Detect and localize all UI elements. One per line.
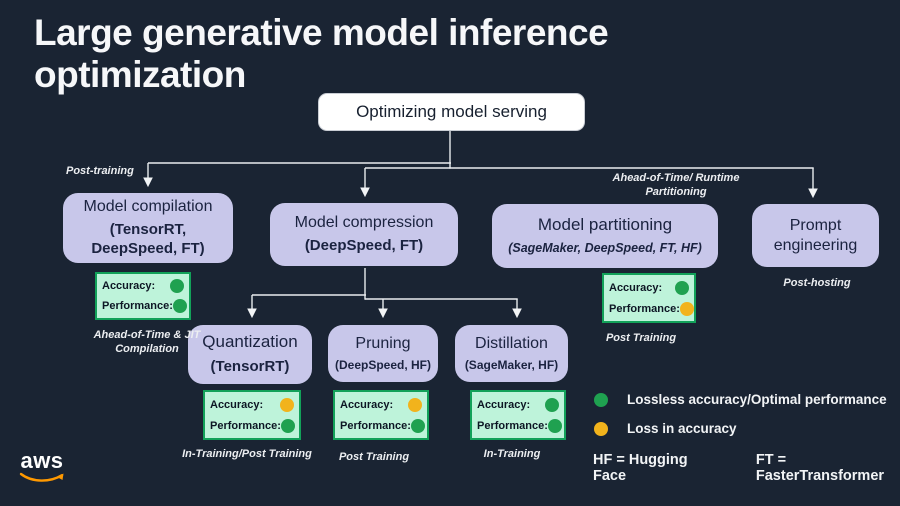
node-subtitle: (SageMaker, HF) (464, 358, 559, 373)
performance-label: Performance: (102, 300, 173, 312)
performance-status-dot (679, 301, 694, 316)
accuracy-status-dot (545, 397, 559, 412)
accuracy-row: Accuracy: (340, 397, 422, 412)
legend-yellow-dot (594, 421, 608, 436)
performance-row: Performance: (340, 418, 425, 433)
accuracy-status-dot (675, 280, 689, 295)
node-subtitle: (DeepSpeed, HF) (334, 358, 431, 373)
annotation-aot-runtime-partitioning: Ahead-of-Time/ Runtime Partitioning (612, 172, 740, 199)
annotation-post-hosting: Post-hosting (783, 277, 851, 289)
accuracy-label: Accuracy: (477, 398, 531, 411)
node-optimizing-model-serving: Optimizing model serving (318, 93, 585, 131)
node-prompt-engineering: Prompt engineering (752, 204, 879, 267)
annotation-post-training: Post-training (66, 165, 134, 177)
legend-label: Lossless accuracy/Optimal performance (627, 392, 887, 407)
annotation-aot-jit-compilation: Ahead-of-Time & JIT Compilation (93, 329, 201, 356)
annotation-in-training-post-training: In-Training/Post Training (182, 448, 312, 460)
performance-label: Performance: (210, 419, 281, 432)
node-title: Model compression (294, 214, 434, 232)
accuracy-label: Accuracy: (609, 281, 663, 294)
performance-row: Performance: (210, 418, 295, 433)
accuracy-row: Accuracy: (210, 397, 294, 412)
performance-status-dot (280, 418, 295, 433)
legend-label: Loss in accuracy (627, 421, 737, 436)
performance-row: Performance: (477, 418, 562, 433)
legend-green-dot (594, 392, 608, 407)
accuracy-label: Accuracy: (340, 398, 394, 411)
node-quantization: Quantization (TensorRT) (188, 325, 312, 384)
aws-logo: aws (18, 450, 66, 490)
node-title: Distillation (475, 334, 548, 352)
node-title: Prompt engineering (773, 217, 858, 254)
node-distillation: Distillation (SageMaker, HF) (455, 325, 568, 382)
metrics-quantization: Accuracy: Performance: (203, 390, 301, 440)
metrics-distillation: Accuracy: Performance: (470, 390, 566, 440)
title-line-1: Large generative model inference (34, 12, 609, 53)
accuracy-label: Accuracy: (102, 280, 156, 292)
performance-label: Performance: (477, 419, 548, 432)
node-subtitle: (SageMaker, DeepSpeed, FT, HF) (508, 240, 702, 255)
aws-logo-text: aws (20, 448, 64, 473)
node-subtitle: (DeepSpeed, FT) (304, 237, 424, 255)
metrics-pruning: Accuracy: Performance: (333, 390, 429, 440)
node-subtitle: (TensorRT, DeepSpeed, FT) (91, 221, 205, 258)
accuracy-status-dot (408, 397, 422, 412)
performance-status-dot (410, 418, 425, 433)
node-model-compilation: Model compilation (TensorRT, DeepSpeed, … (63, 193, 233, 263)
abbrev-hf: HF = Hugging Face (593, 452, 688, 484)
node-title: Model compilation (83, 198, 213, 216)
performance-status-dot (547, 418, 562, 433)
accuracy-row: Accuracy: (609, 280, 689, 295)
annotation-post-training-pruning: Post Training (338, 451, 410, 463)
node-pruning: Pruning (DeepSpeed, HF) (328, 325, 438, 382)
title-line-2: optimization (34, 53, 246, 95)
node-title: Model partitioning (537, 215, 673, 235)
performance-status-dot (172, 299, 187, 313)
accuracy-label: Accuracy: (210, 398, 264, 411)
legend: Lossless accuracy/Optimal performance Lo… (593, 392, 900, 484)
accuracy-row: Accuracy: (102, 279, 184, 293)
performance-label: Performance: (340, 419, 411, 432)
accuracy-status-dot (280, 397, 294, 412)
aws-smile-icon (19, 472, 64, 482)
annotation-in-training: In-Training (483, 448, 541, 460)
performance-row: Performance: (609, 301, 694, 316)
accuracy-row: Accuracy: (477, 397, 559, 412)
legend-item-lossless: Lossless accuracy/Optimal performance (594, 392, 900, 407)
node-model-partitioning: Model partitioning (SageMaker, DeepSpeed… (492, 204, 718, 268)
node-title: Quantization (202, 332, 298, 352)
metrics-model-compilation: Accuracy: Performance: (95, 272, 191, 320)
accuracy-status-dot (170, 279, 184, 293)
abbreviations: HF = Hugging Face FT = FasterTransformer (593, 452, 900, 484)
root-node-label: Optimizing model serving (356, 102, 547, 121)
abbrev-ft: FT = FasterTransformer (755, 452, 885, 484)
annotation-post-training-partitioning: Post Training (605, 332, 677, 344)
legend-item-loss: Loss in accuracy (594, 421, 900, 436)
performance-row: Performance: (102, 299, 187, 313)
performance-label: Performance: (609, 302, 680, 315)
node-subtitle: (TensorRT) (210, 357, 290, 375)
node-title: Pruning (355, 334, 411, 352)
metrics-model-partitioning: Accuracy: Performance: (602, 273, 696, 323)
node-model-compression: Model compression (DeepSpeed, FT) (270, 203, 458, 266)
